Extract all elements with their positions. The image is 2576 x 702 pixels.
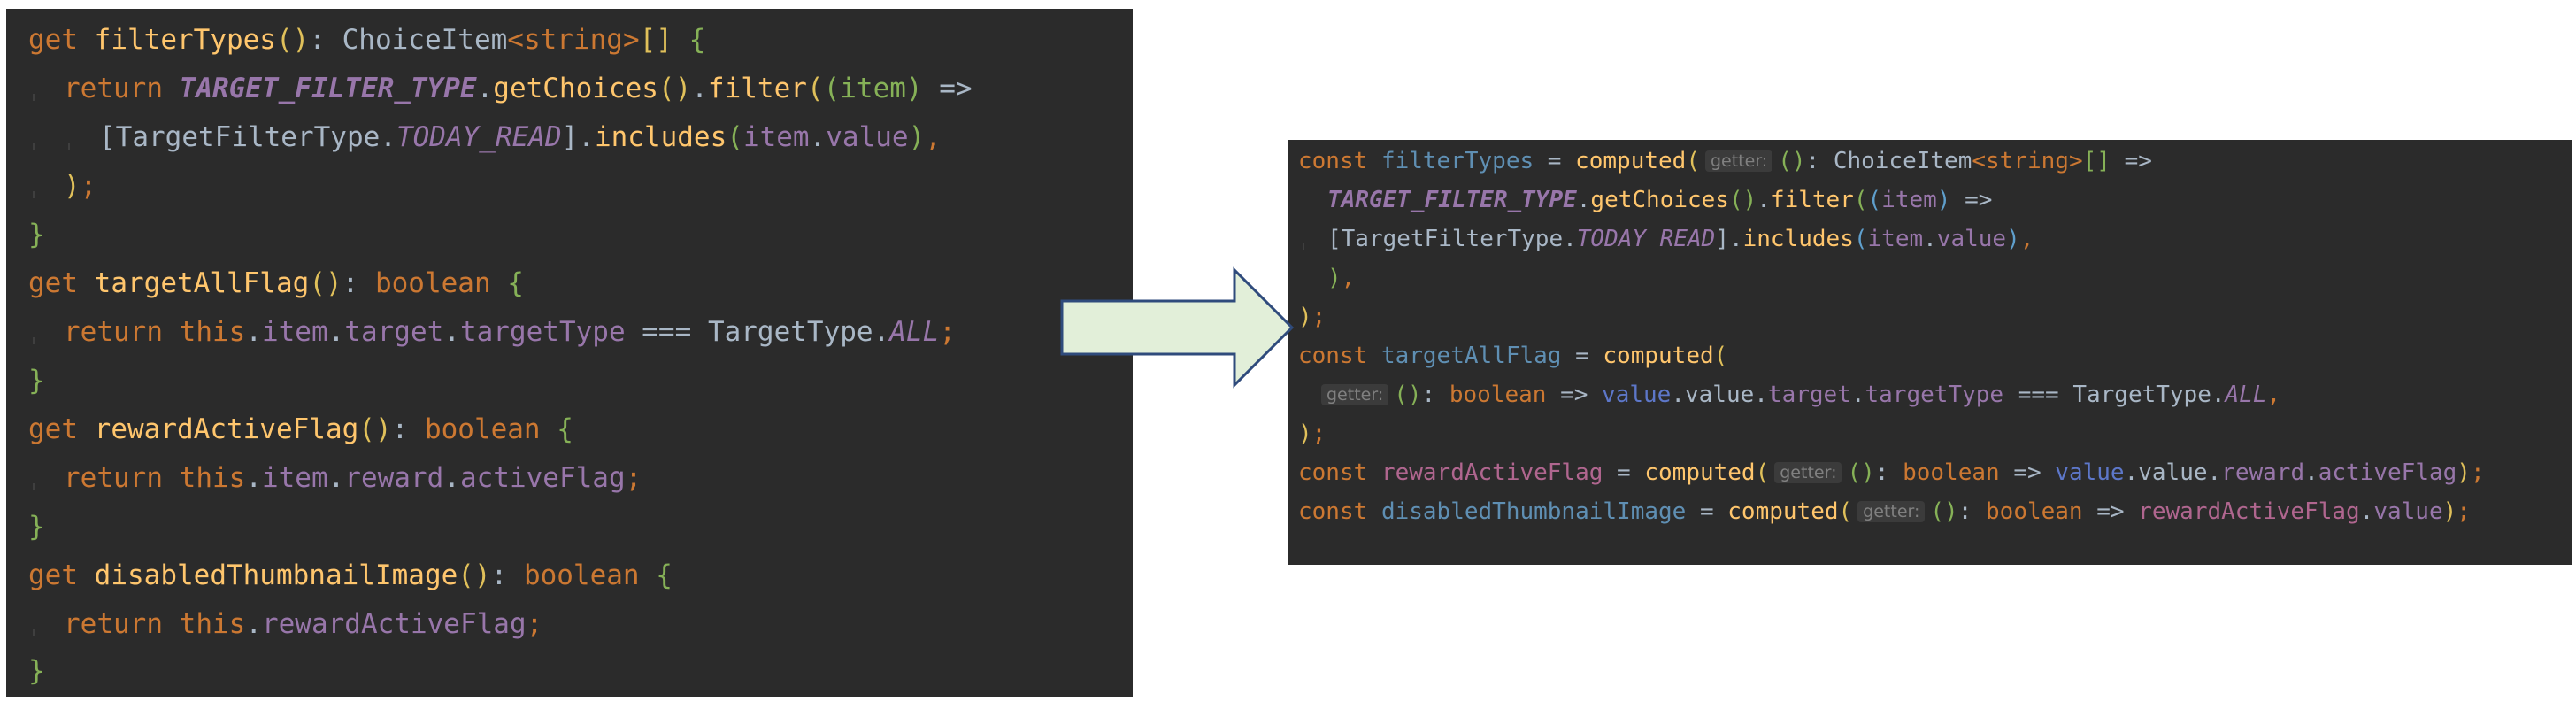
- code-line-r9: const rewardActiveFlag = computed(getter…: [1298, 459, 2485, 486]
- code-line-12: get disabledThumbnailImage(): boolean {: [28, 559, 673, 591]
- code-line-7: return this.item.target.targetType === T…: [33, 316, 956, 348]
- parameter-hint: getter:: [1704, 150, 1773, 172]
- code-line-9: get rewardActiveFlag(): boolean {: [28, 413, 573, 445]
- getter-code-block: get filterTypes(): ChoiceItem<string>[] …: [6, 9, 1133, 697]
- code-line-r6: const targetAllFlag = computed(: [1298, 343, 1728, 369]
- parameter-hint: getter:: [1774, 462, 1842, 483]
- code-line-8: }: [28, 365, 45, 397]
- code-line-r4: ),: [1327, 265, 1356, 291]
- code-line-r2: TARGET_FILTER_TYPE.getChoices().filter((…: [1327, 187, 1993, 213]
- code-line-11: }: [28, 511, 45, 543]
- code-line-r3: [TargetFilterType.TODAY_READ].includes(i…: [1303, 226, 2034, 252]
- computed-code-block: const filterTypes = computed(getter:(): …: [1288, 140, 2572, 565]
- code-line-10: return this.item.reward.activeFlag;: [33, 462, 642, 494]
- code-line-13: return this.rewardActiveFlag;: [33, 608, 543, 640]
- code-line-r8: );: [1298, 420, 1326, 447]
- right-arrow-icon: [1060, 266, 1295, 389]
- code-line-5: }: [28, 219, 45, 251]
- code-line-r7: getter:(): boolean => value.value.target…: [1298, 379, 2280, 411]
- code-line-14: }: [28, 655, 45, 687]
- code-line-r5: );: [1298, 304, 1326, 330]
- code-line-1: get filterTypes(): ChoiceItem<string>[] …: [28, 24, 706, 56]
- code-line-r10: const disabledThumbnailImage = computed(…: [1298, 498, 2471, 525]
- parameter-hint: getter:: [1321, 384, 1389, 405]
- parameter-hint: getter:: [1857, 501, 1926, 522]
- code-line-6: get targetAllFlag(): boolean {: [28, 267, 524, 299]
- left-code-panel: get filterTypes(): ChoiceItem<string>[] …: [6, 9, 1133, 697]
- arrow-shape: [1060, 266, 1295, 389]
- code-line-r1: const filterTypes = computed(getter:(): …: [1298, 148, 2152, 174]
- code-line-4: );: [33, 170, 97, 202]
- code-line-3: [TargetFilterType.TODAY_READ].includes(i…: [33, 121, 942, 153]
- code-line-2: return TARGET_FILTER_TYPE.getChoices().f…: [33, 73, 973, 104]
- right-code-panel: const filterTypes = computed(getter:(): …: [1288, 140, 2572, 565]
